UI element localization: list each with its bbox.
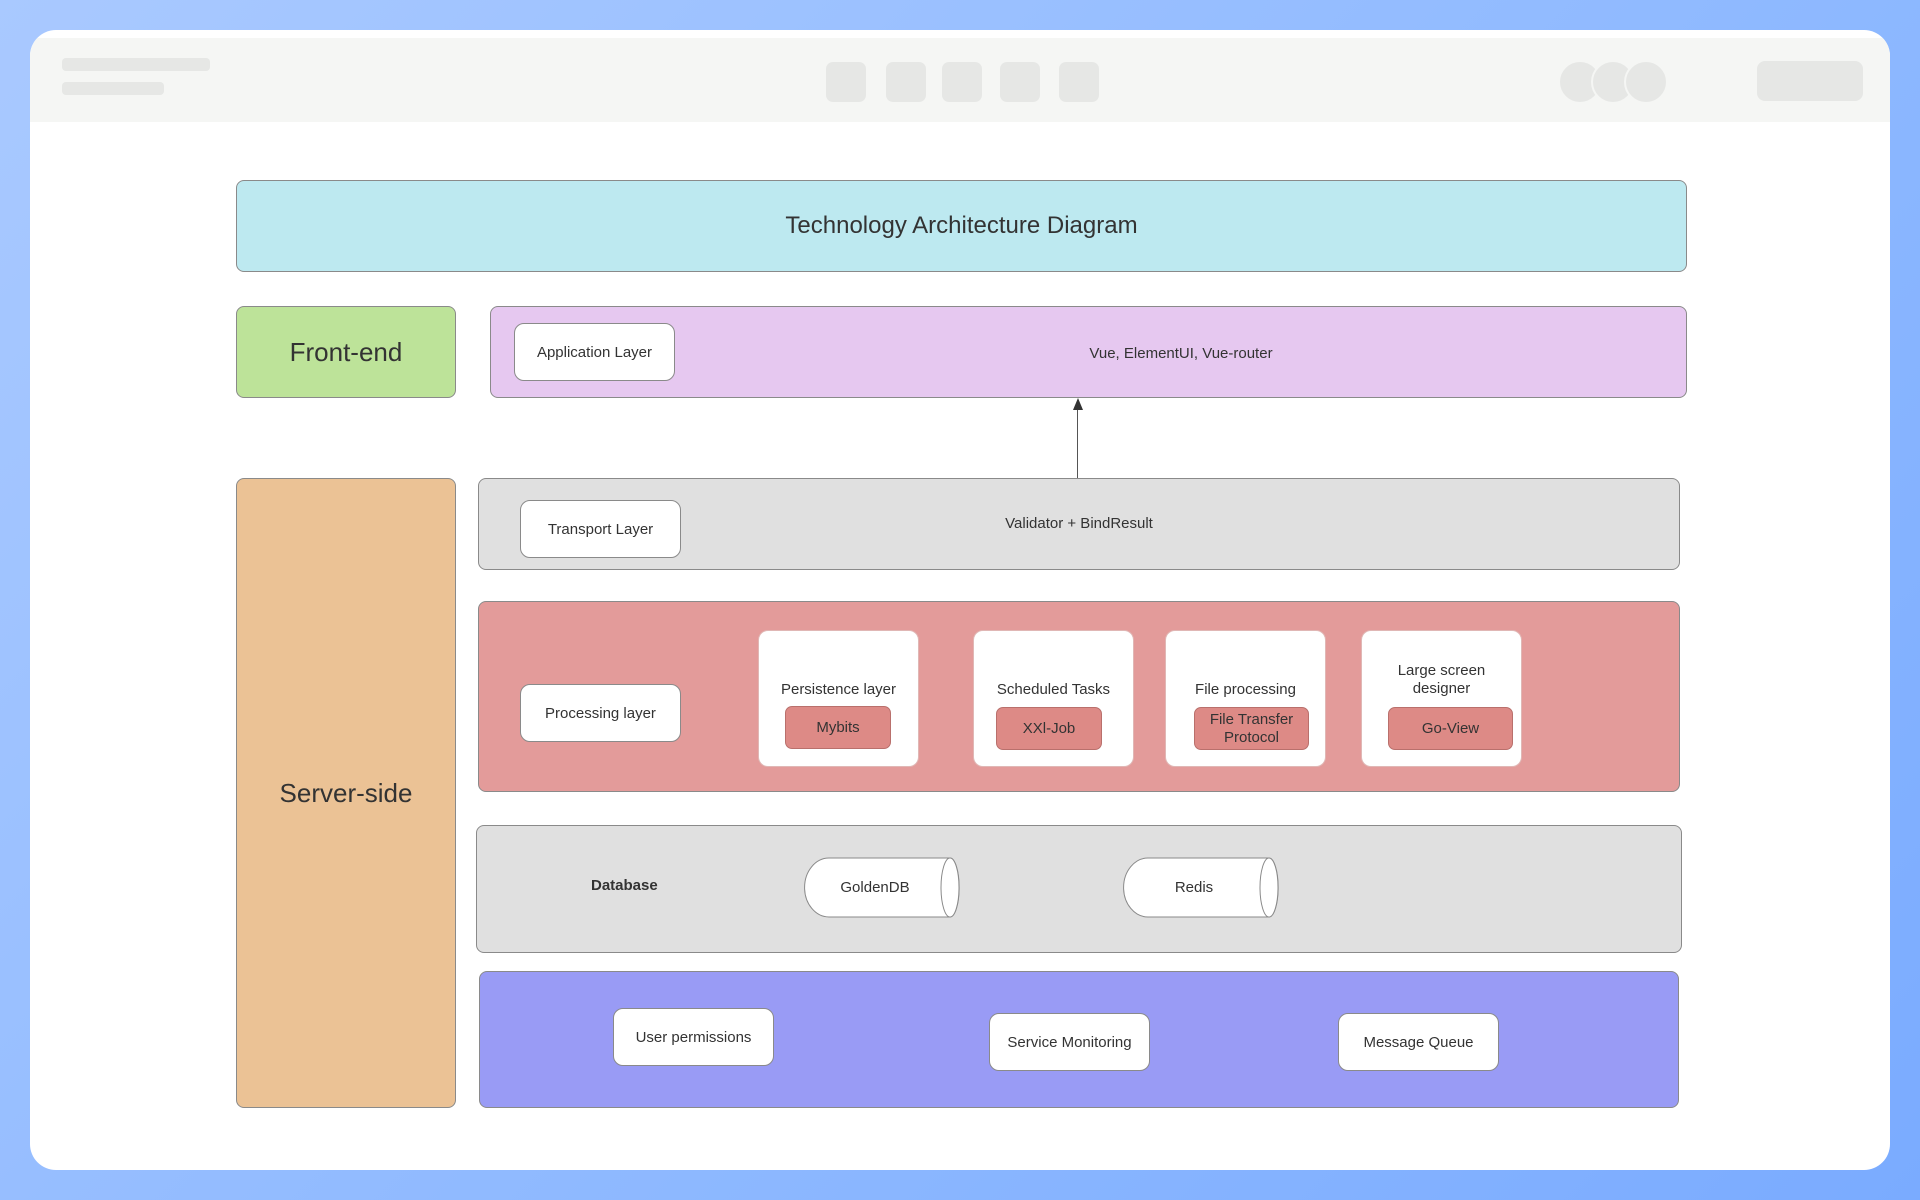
processing-layer-label: Processing layer — [545, 704, 656, 722]
goldendb-cylinder — [804, 857, 960, 918]
module-tag-label: XXl-Job — [1022, 719, 1076, 737]
service-label: Service Monitoring — [1007, 1033, 1132, 1051]
module-title: File processing — [1195, 681, 1296, 698]
module-large-screen-designer: Large screen designer Go-View — [1361, 630, 1522, 767]
frontend-label-box: Front-end — [236, 306, 456, 398]
title-placeholder — [62, 58, 210, 71]
service-user-permissions: User permissions — [613, 1008, 774, 1066]
diagram-title: Technology Architecture Diagram — [785, 212, 1138, 239]
toolbar-button[interactable] — [826, 62, 866, 102]
redis-cylinder — [1123, 857, 1279, 918]
transport-layer: Transport Layer Validator + BindResult — [478, 478, 1680, 570]
toolbar — [30, 38, 1890, 122]
goldendb-label: GoldenDB — [840, 879, 910, 896]
transport-tech: Validator + BindResult — [879, 479, 1279, 567]
toolbar-button[interactable] — [1059, 62, 1099, 102]
avatar[interactable] — [1624, 60, 1668, 104]
module-tag: XXl-Job — [996, 707, 1102, 750]
application-layer-label: Application Layer — [536, 343, 653, 361]
frontend-label: Front-end — [289, 336, 403, 367]
server-label-box: Server-side — [236, 478, 456, 1108]
server-label: Server-side — [279, 777, 413, 808]
module-title: Persistence layer — [780, 681, 897, 698]
module-scheduled-tasks: Scheduled Tasks XXl-Job — [973, 630, 1134, 767]
module-tag-label: Mybits — [816, 718, 860, 736]
frontend-layer: Application Layer Vue, ElementUI, Vue-ro… — [490, 306, 1687, 398]
module-tag-label: Go-View — [1421, 719, 1480, 737]
diagram-title-box: Technology Architecture Diagram — [236, 180, 1687, 272]
service-monitoring: Service Monitoring — [989, 1013, 1150, 1071]
arrow-line — [1077, 410, 1078, 478]
services-layer: User permissions Service Monitoring Mess… — [479, 971, 1679, 1108]
action-button[interactable] — [1757, 61, 1863, 101]
app-window: Technology Architecture Diagram Front-en… — [30, 30, 1890, 1170]
database-layer: Database GoldenDB Redis — [476, 825, 1682, 953]
module-file-processing: File processing File Transfer Protocol — [1165, 630, 1326, 767]
transport-tech-label: Validator + BindResult — [1005, 514, 1153, 532]
database-cylinders — [804, 857, 1279, 918]
service-label: Message Queue — [1363, 1033, 1474, 1051]
toolbar-button[interactable] — [886, 62, 926, 102]
module-tag-label: File Transfer Protocol — [1209, 710, 1294, 746]
module-title: Large screen designer — [1397, 662, 1486, 697]
redis-label: Redis — [1174, 879, 1214, 896]
toolbar-button[interactable] — [1000, 62, 1040, 102]
processing-layer: Processing layer Persistence layer Mybit… — [478, 601, 1680, 792]
subtitle-placeholder — [62, 82, 164, 95]
module-title: Scheduled Tasks — [996, 681, 1111, 698]
frontend-tech: Vue, ElementUI, Vue-router — [931, 307, 1431, 399]
frontend-tech-label: Vue, ElementUI, Vue-router — [1089, 344, 1273, 362]
processing-layer-card: Processing layer — [520, 684, 681, 742]
module-tag: File Transfer Protocol — [1194, 707, 1309, 750]
application-layer-card: Application Layer — [514, 323, 675, 381]
service-message-queue: Message Queue — [1338, 1013, 1499, 1071]
module-tag: Mybits — [785, 706, 891, 749]
transport-layer-card: Transport Layer — [520, 500, 681, 558]
service-label: User permissions — [635, 1028, 752, 1046]
toolbar-button[interactable] — [942, 62, 982, 102]
module-tag: Go-View — [1388, 707, 1513, 750]
arrow-head — [1073, 398, 1083, 410]
module-persistence: Persistence layer Mybits — [758, 630, 919, 767]
transport-layer-label: Transport Layer — [547, 520, 654, 538]
database-label: Database — [591, 877, 658, 894]
